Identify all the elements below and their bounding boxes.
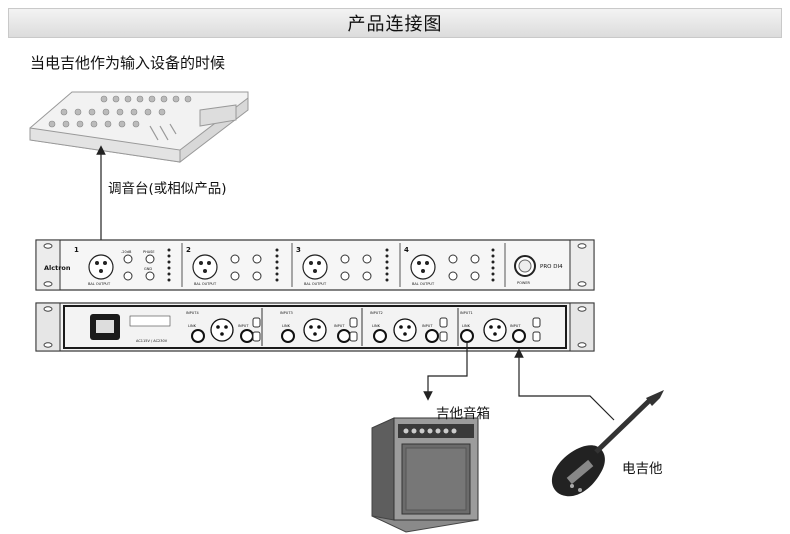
- guitar-label: 电吉他: [622, 461, 663, 477]
- guitar-connection-line: [514, 348, 615, 421]
- button-label: PHASE: [143, 250, 155, 254]
- rear-input-label: INPUT1: [460, 311, 473, 315]
- front-panel: [35, 239, 595, 291]
- brand-logo: Alctron: [44, 264, 71, 272]
- rear-input-label: INPUT2: [370, 311, 383, 315]
- channel-number: 1: [74, 246, 79, 254]
- guitar-amp-illustration: [371, 417, 479, 533]
- power-spec: AC115V / AC230V: [136, 339, 168, 343]
- mixer-label: 调音台(或相似产品): [108, 181, 227, 197]
- rear-link-label: LINK: [282, 324, 291, 328]
- channel-number: 4: [404, 246, 409, 254]
- rear-link-label: LINK: [372, 324, 381, 328]
- rear-jack-label: INPUT: [334, 324, 345, 328]
- rear-input-label: INPUT4: [186, 311, 199, 315]
- model-name: PRO DI4: [540, 264, 563, 270]
- button-label: GND: [144, 267, 152, 271]
- page-title: 产品连接图: [347, 14, 443, 35]
- subtitle: 当电吉他作为输入设备的时候: [30, 54, 226, 72]
- title-bar: 产品连接图: [8, 8, 782, 38]
- channel-number: 3: [296, 246, 301, 254]
- amp-label: 吉他音箱: [436, 406, 490, 422]
- bal-output-label: BAL OUTPUT: [304, 282, 327, 286]
- rear-input-label: INPUT3: [280, 311, 293, 315]
- rear-panel: [35, 302, 595, 352]
- electric-guitar-illustration: [551, 390, 664, 497]
- bal-output-label: BAL OUTPUT: [194, 282, 217, 286]
- rear-jack-label: INPUT: [510, 324, 521, 328]
- power-label: POWER: [517, 281, 531, 285]
- channel-number: 2: [186, 246, 191, 254]
- rear-link-label: LINK: [188, 324, 197, 328]
- bal-output-label: BAL OUTPUT: [88, 282, 111, 286]
- rear-jack-label: INPUT: [422, 324, 433, 328]
- rear-link-label: LINK: [462, 324, 471, 328]
- bal-output-label: BAL OUTPUT: [412, 282, 435, 286]
- amp-connection-line: [423, 342, 468, 401]
- button-label: -20dB: [121, 250, 132, 254]
- mixer-illustration: [29, 91, 249, 164]
- rear-jack-label: INPUT: [238, 324, 249, 328]
